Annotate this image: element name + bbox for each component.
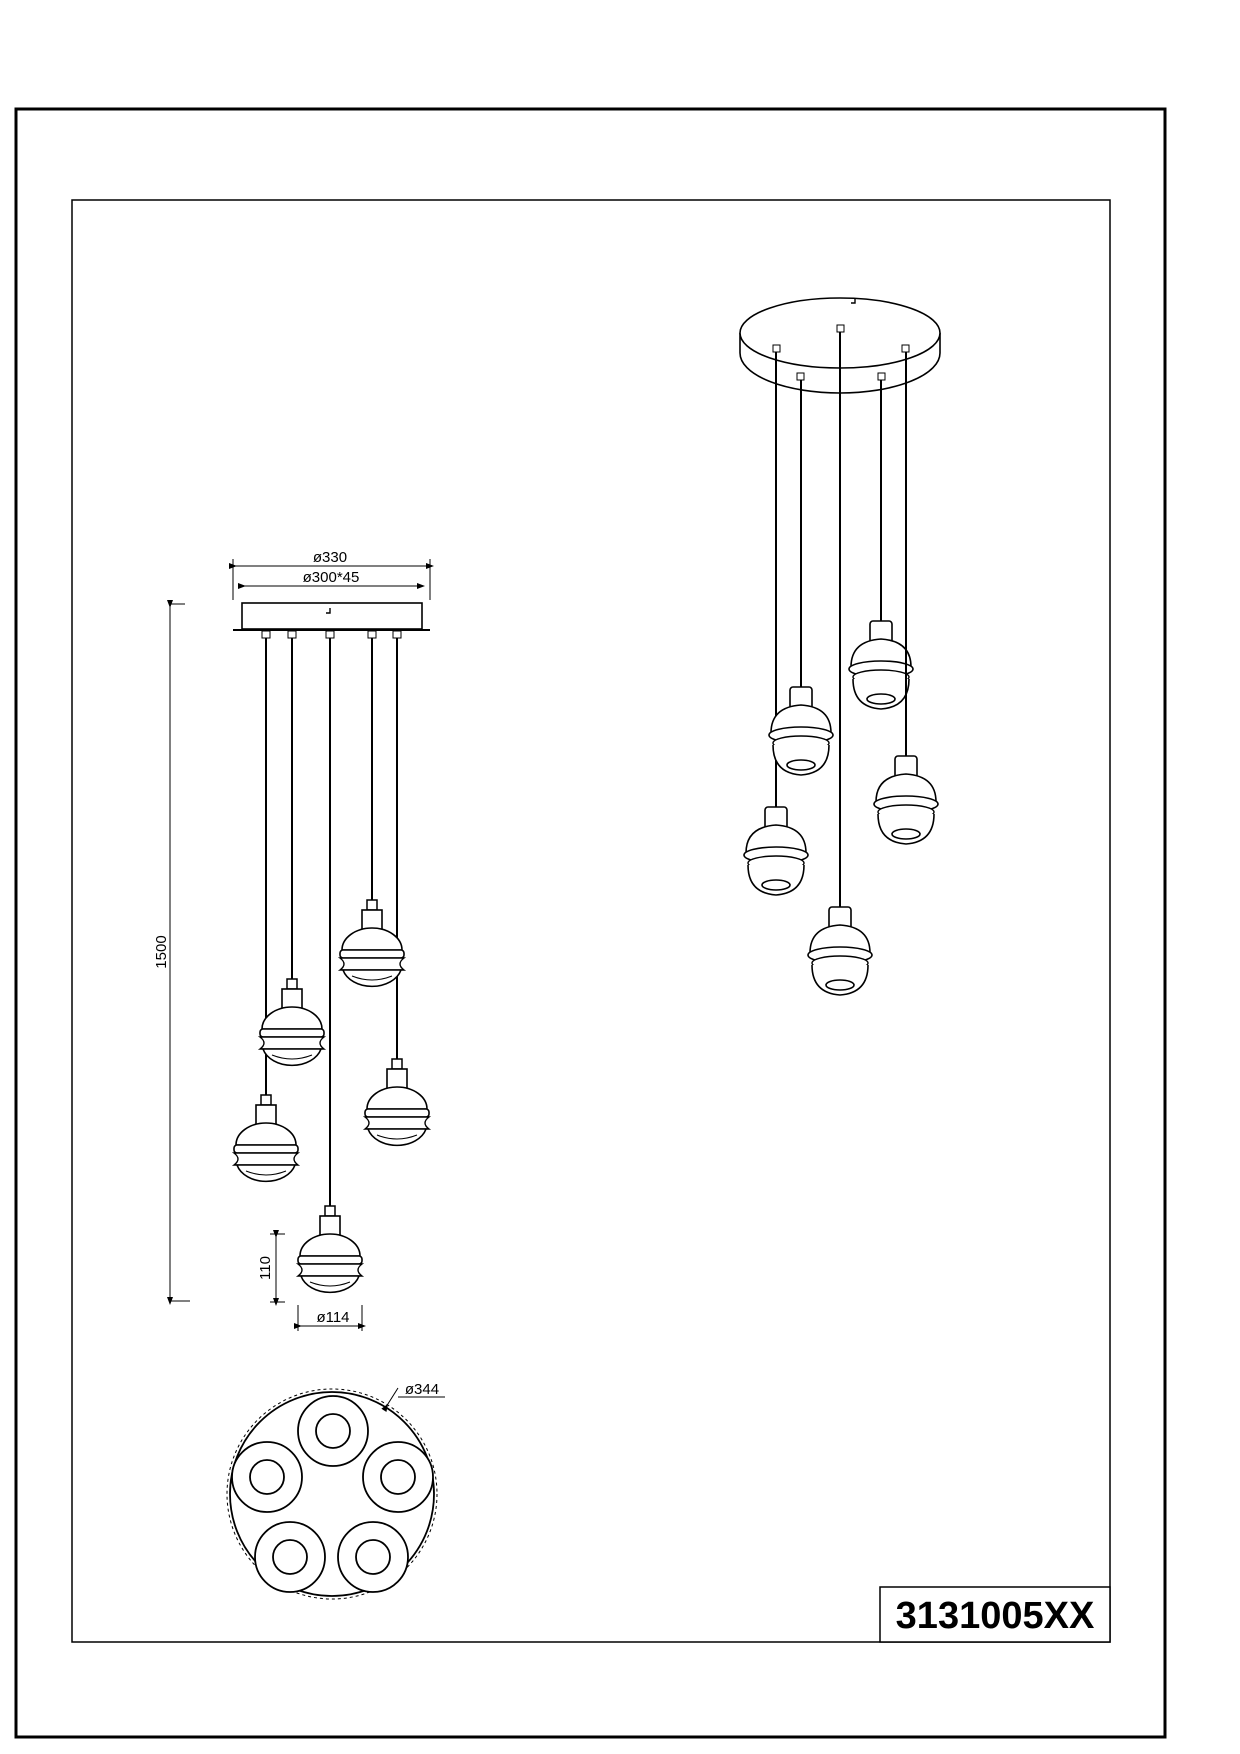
total-height-label: 1500: [153, 935, 170, 968]
shade-height-label: 110: [257, 1256, 274, 1280]
canopy-diameter-label: ø330: [313, 549, 347, 566]
bottom-plan-view: ø344: [226, 1381, 445, 1600]
shade-diameter-label: ø114: [316, 1309, 349, 1326]
perspective-view: [739, 297, 941, 996]
title-block: 3131005XX: [879, 1586, 1111, 1643]
front-elevation: ø330 ø300*45 1500 110: [153, 549, 434, 1331]
canopy-base-label: ø300*45: [303, 569, 360, 586]
inner-frame: [71, 199, 1111, 1643]
outer-frame: [14, 107, 1167, 1739]
product-code: 3131005XX: [896, 1595, 1095, 1637]
spread-diameter-label: ø344: [405, 1381, 439, 1398]
